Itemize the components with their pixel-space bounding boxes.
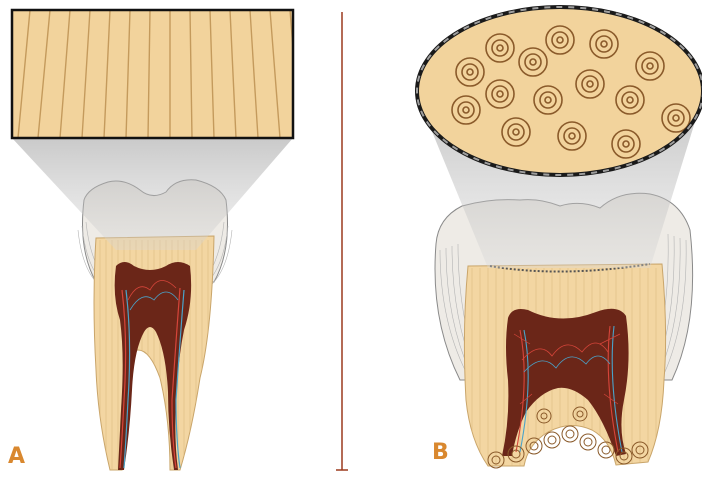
panel-label-b: B — [432, 440, 449, 465]
magnifier-cone-a — [12, 138, 293, 250]
spiral-tubules-magnified-icon — [417, 7, 702, 175]
panel-b — [417, 7, 702, 468]
panel-label-a: A — [8, 444, 25, 469]
panel-a — [12, 10, 300, 470]
panel-divider — [336, 12, 348, 470]
straight-tubules-magnified-icon — [12, 10, 300, 138]
